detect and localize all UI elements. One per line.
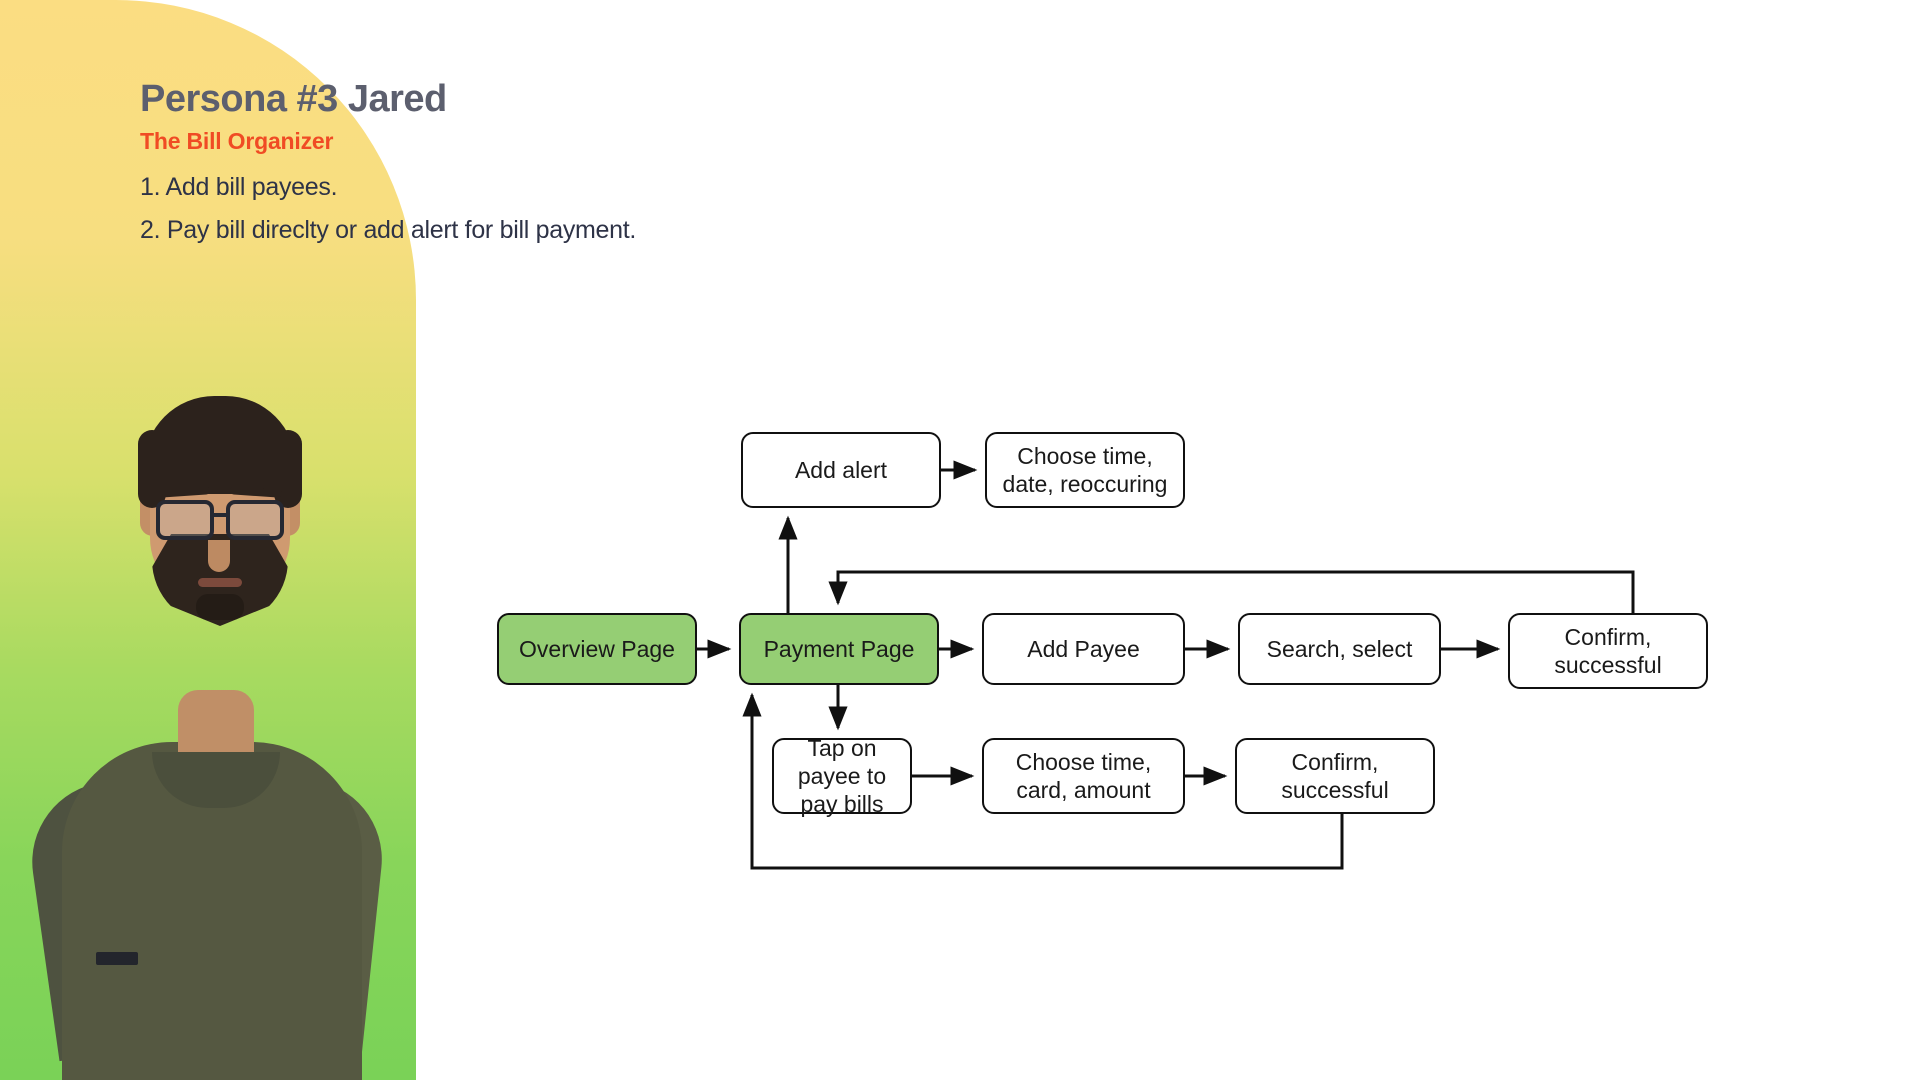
flow-node-tap-on-payee[interactable]: Tap on payee to pay bills (772, 735, 912, 817)
persona-goal-1: 1. Add bill payees. (140, 172, 338, 201)
glasses-lens-left-icon (156, 500, 214, 540)
persona-header: Persona #3 Jared The Bill Organizer 1. A… (140, 78, 1040, 245)
flow-node-choose-time-date[interactable]: Choose time, date, reoccuring (985, 432, 1185, 508)
flow-node-add-alert[interactable]: Add alert (741, 432, 941, 508)
flow-node-overview-page[interactable]: Overview Page (497, 613, 697, 685)
flow-node-confirm-successful-2[interactable]: Confirm, successful (1235, 738, 1435, 814)
persona-panel (0, 0, 416, 1080)
flow-node-payment-page[interactable]: Payment Page (739, 613, 939, 685)
portrait-sleeve-tag (96, 952, 138, 965)
glasses-bridge-icon (212, 513, 230, 517)
flow-node-confirm-successful-1[interactable]: Confirm, successful (1508, 613, 1708, 689)
glasses-lens-right-icon (226, 500, 284, 540)
portrait-nose (208, 540, 230, 572)
page-title: Persona #3 Jared (140, 78, 447, 120)
flow-node-add-payee[interactable]: Add Payee (982, 613, 1185, 685)
flow-node-choose-time-card[interactable]: Choose time, card, amount (982, 738, 1185, 814)
portrait-hair (144, 396, 296, 494)
persona-subtitle: The Bill Organizer (140, 127, 334, 154)
portrait-mouth (198, 578, 242, 587)
flow-node-search-select[interactable]: Search, select (1238, 613, 1441, 685)
persona-portrait (0, 0, 416, 1080)
portrait-chin (196, 594, 244, 620)
persona-goal-2: 2. Pay bill direclty or add alert for bi… (140, 215, 637, 244)
